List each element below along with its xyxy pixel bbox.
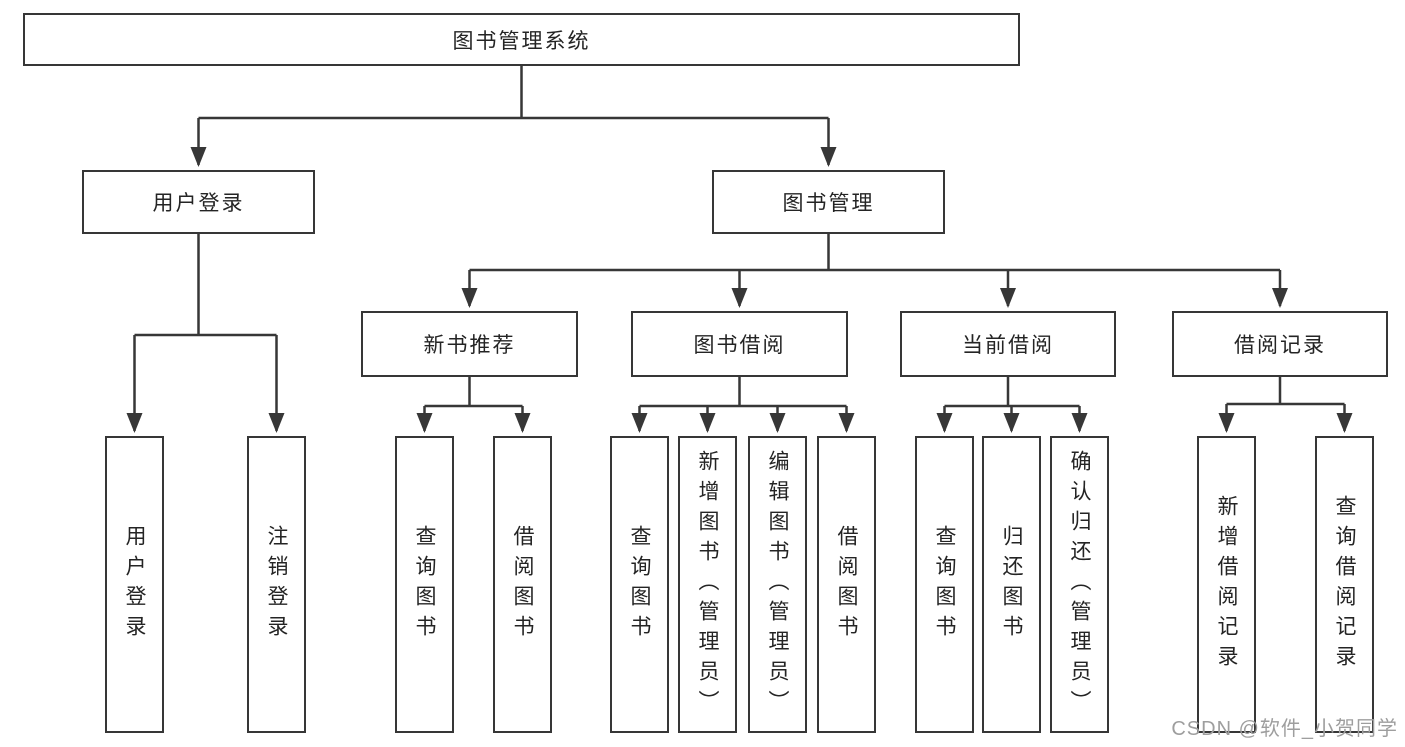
node-current-borrowing-label: 当前借阅 bbox=[962, 334, 1054, 357]
node-leaf-add-books-admin-label: 新增图书（管理员） bbox=[696, 449, 720, 720]
node-leaf-query-books-2-label: 查询图书 bbox=[628, 524, 652, 645]
node-leaf-query-books-3: 查询图书 bbox=[915, 436, 974, 733]
node-user-login-group: 用户登录 bbox=[82, 170, 315, 234]
node-leaf-query-borrow-record-label: 查询借阅记录 bbox=[1333, 494, 1357, 675]
node-leaf-confirm-return-admin: 确认归还（管理员） bbox=[1050, 436, 1109, 733]
node-borrowing-records-label: 借阅记录 bbox=[1234, 334, 1326, 357]
connector-user-login-group bbox=[134, 234, 277, 337]
node-leaf-query-books-1-label: 查询图书 bbox=[413, 524, 437, 645]
node-leaf-borrow-books-2: 借阅图书 bbox=[817, 436, 876, 733]
node-leaf-query-books-3-label: 查询图书 bbox=[933, 524, 957, 645]
node-leaf-user-login-label: 用户登录 bbox=[123, 524, 147, 645]
node-book-borrowing: 图书借阅 bbox=[631, 311, 848, 377]
node-leaf-borrow-books-1: 借阅图书 bbox=[493, 436, 552, 733]
csdn-watermark: CSDN @软件_小贺同学 bbox=[1171, 718, 1398, 740]
connector-root bbox=[198, 66, 829, 120]
node-book-borrowing-label: 图书借阅 bbox=[693, 334, 786, 357]
connector-book-borrowing bbox=[639, 377, 847, 408]
connector-book-management bbox=[469, 233, 1280, 272]
node-user-login-group-label: 用户登录 bbox=[152, 192, 245, 215]
node-book-management: 图书管理 bbox=[712, 170, 945, 234]
node-leaf-user-login: 用户登录 bbox=[105, 436, 164, 733]
node-leaf-query-books-2: 查询图书 bbox=[610, 436, 669, 733]
node-book-management-label: 图书管理 bbox=[782, 192, 875, 215]
connector-new-book-recommend bbox=[424, 377, 523, 408]
node-root: 图书管理系统 bbox=[23, 13, 1020, 66]
connector-borrowing-records bbox=[1226, 377, 1345, 406]
node-new-book-recommend: 新书推荐 bbox=[361, 311, 578, 377]
node-leaf-logout: 注销登录 bbox=[247, 436, 306, 733]
node-leaf-borrow-books-1-label: 借阅图书 bbox=[511, 524, 535, 645]
node-leaf-add-borrow-record-label: 新增借阅记录 bbox=[1215, 494, 1239, 675]
node-leaf-add-borrow-record: 新增借阅记录 bbox=[1197, 436, 1256, 733]
node-leaf-return-books-label: 归还图书 bbox=[1000, 524, 1024, 645]
node-leaf-query-books-1: 查询图书 bbox=[395, 436, 454, 733]
node-new-book-recommend-label: 新书推荐 bbox=[423, 334, 516, 357]
node-leaf-edit-books-admin: 编辑图书（管理员） bbox=[748, 436, 807, 733]
node-leaf-add-books-admin: 新增图书（管理员） bbox=[678, 436, 737, 733]
node-leaf-borrow-books-2-label: 借阅图书 bbox=[835, 524, 859, 645]
connector-current-borrowing bbox=[944, 377, 1080, 408]
node-root-label: 图书管理系统 bbox=[452, 29, 591, 53]
node-leaf-logout-label: 注销登录 bbox=[265, 524, 289, 645]
node-leaf-edit-books-admin-label: 编辑图书（管理员） bbox=[766, 449, 790, 720]
node-leaf-confirm-return-admin-label: 确认归还（管理员） bbox=[1068, 449, 1092, 720]
node-current-borrowing: 当前借阅 bbox=[900, 311, 1116, 377]
node-borrowing-records: 借阅记录 bbox=[1172, 311, 1388, 377]
node-leaf-return-books: 归还图书 bbox=[982, 436, 1041, 733]
node-leaf-query-borrow-record: 查询借阅记录 bbox=[1315, 436, 1374, 733]
